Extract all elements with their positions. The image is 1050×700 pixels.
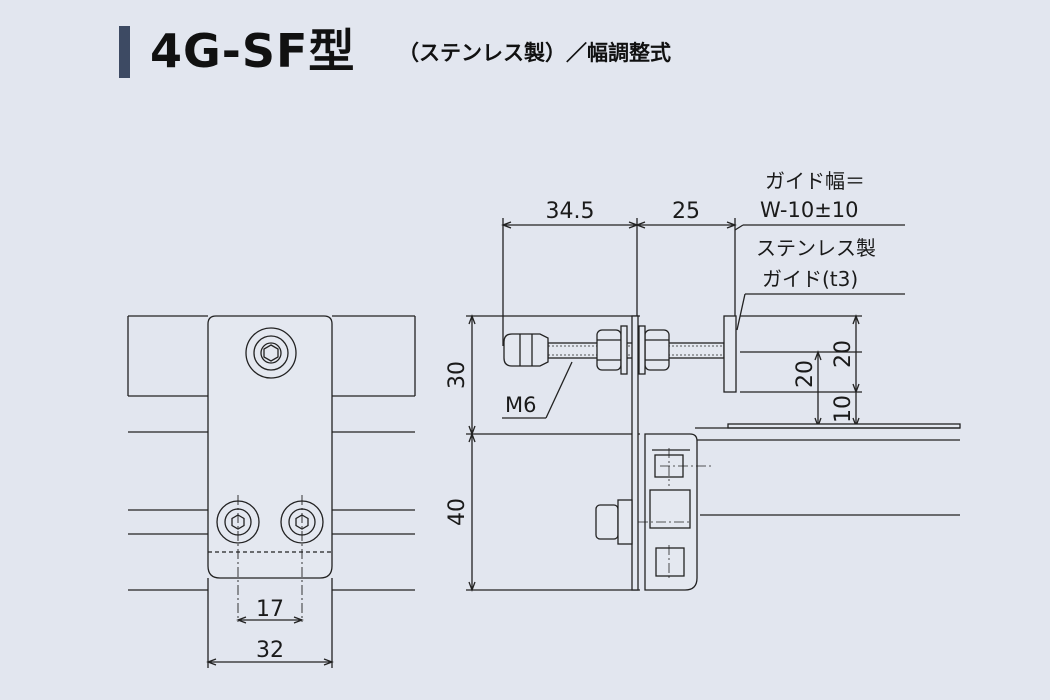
dim-25-label: 25 (672, 199, 700, 224)
lower-right-bolt-hex (295, 514, 309, 530)
dim-20-inner-label: 20 (793, 360, 818, 388)
bolt-size-label: M6 (505, 393, 536, 417)
title-accent-bar (119, 26, 130, 78)
arrow (236, 616, 247, 624)
page-title: 4G-SF型 (150, 24, 356, 78)
jam-nut-left (596, 329, 622, 371)
arrow (293, 616, 304, 624)
guide-plate (723, 315, 737, 393)
mounting-bolt-washer (617, 499, 633, 545)
leader-line (545, 361, 573, 419)
dim-34-5-label: 34.5 (546, 199, 595, 224)
front-view (127, 315, 416, 668)
leader-line (734, 224, 744, 231)
arrow (726, 221, 737, 229)
arrow (501, 221, 512, 229)
arrow (814, 350, 822, 361)
mounting-bolt-head (595, 504, 619, 540)
top-bolt-hex (263, 344, 279, 362)
arrow (206, 658, 217, 666)
arrow (468, 581, 476, 592)
top-bolt-washer (245, 327, 297, 379)
arrow (635, 221, 646, 229)
bracket-plate-side (631, 315, 639, 591)
frame-profile (644, 433, 698, 591)
guide-width-formula: W-10±10 (760, 198, 859, 222)
dim-20-outer-label: 20 (831, 340, 856, 368)
arrow (468, 432, 476, 443)
dim-17-label: 17 (256, 597, 284, 622)
dim-30-label: 30 (445, 361, 470, 389)
dim-32-label: 32 (256, 638, 284, 663)
washer (620, 325, 628, 375)
arrow (852, 314, 860, 325)
jam-nut-right (644, 329, 670, 371)
arrow (323, 658, 334, 666)
dim-40-label: 40 (445, 498, 470, 526)
washer (638, 325, 646, 375)
profile-slot (655, 547, 685, 577)
guide-width-label: ガイド幅＝ (765, 169, 865, 193)
page-subtitle: （ステンレス製）／幅調整式 (398, 41, 671, 65)
guide-thickness-label: ガイド(t3) (762, 267, 858, 291)
top-bolt-head (253, 335, 289, 371)
side-view (466, 218, 961, 592)
lower-left-bolt-hex (231, 514, 245, 530)
guide-material-label: ステンレス製 (756, 236, 876, 260)
end-nut (503, 333, 549, 367)
top-bolt-socket (260, 342, 282, 364)
arrow (468, 314, 476, 325)
bracket-plate (207, 315, 333, 579)
arrow (852, 383, 860, 394)
profile-slot (649, 489, 691, 529)
dim-10-label: 10 (831, 395, 856, 423)
leader-line (736, 293, 746, 331)
